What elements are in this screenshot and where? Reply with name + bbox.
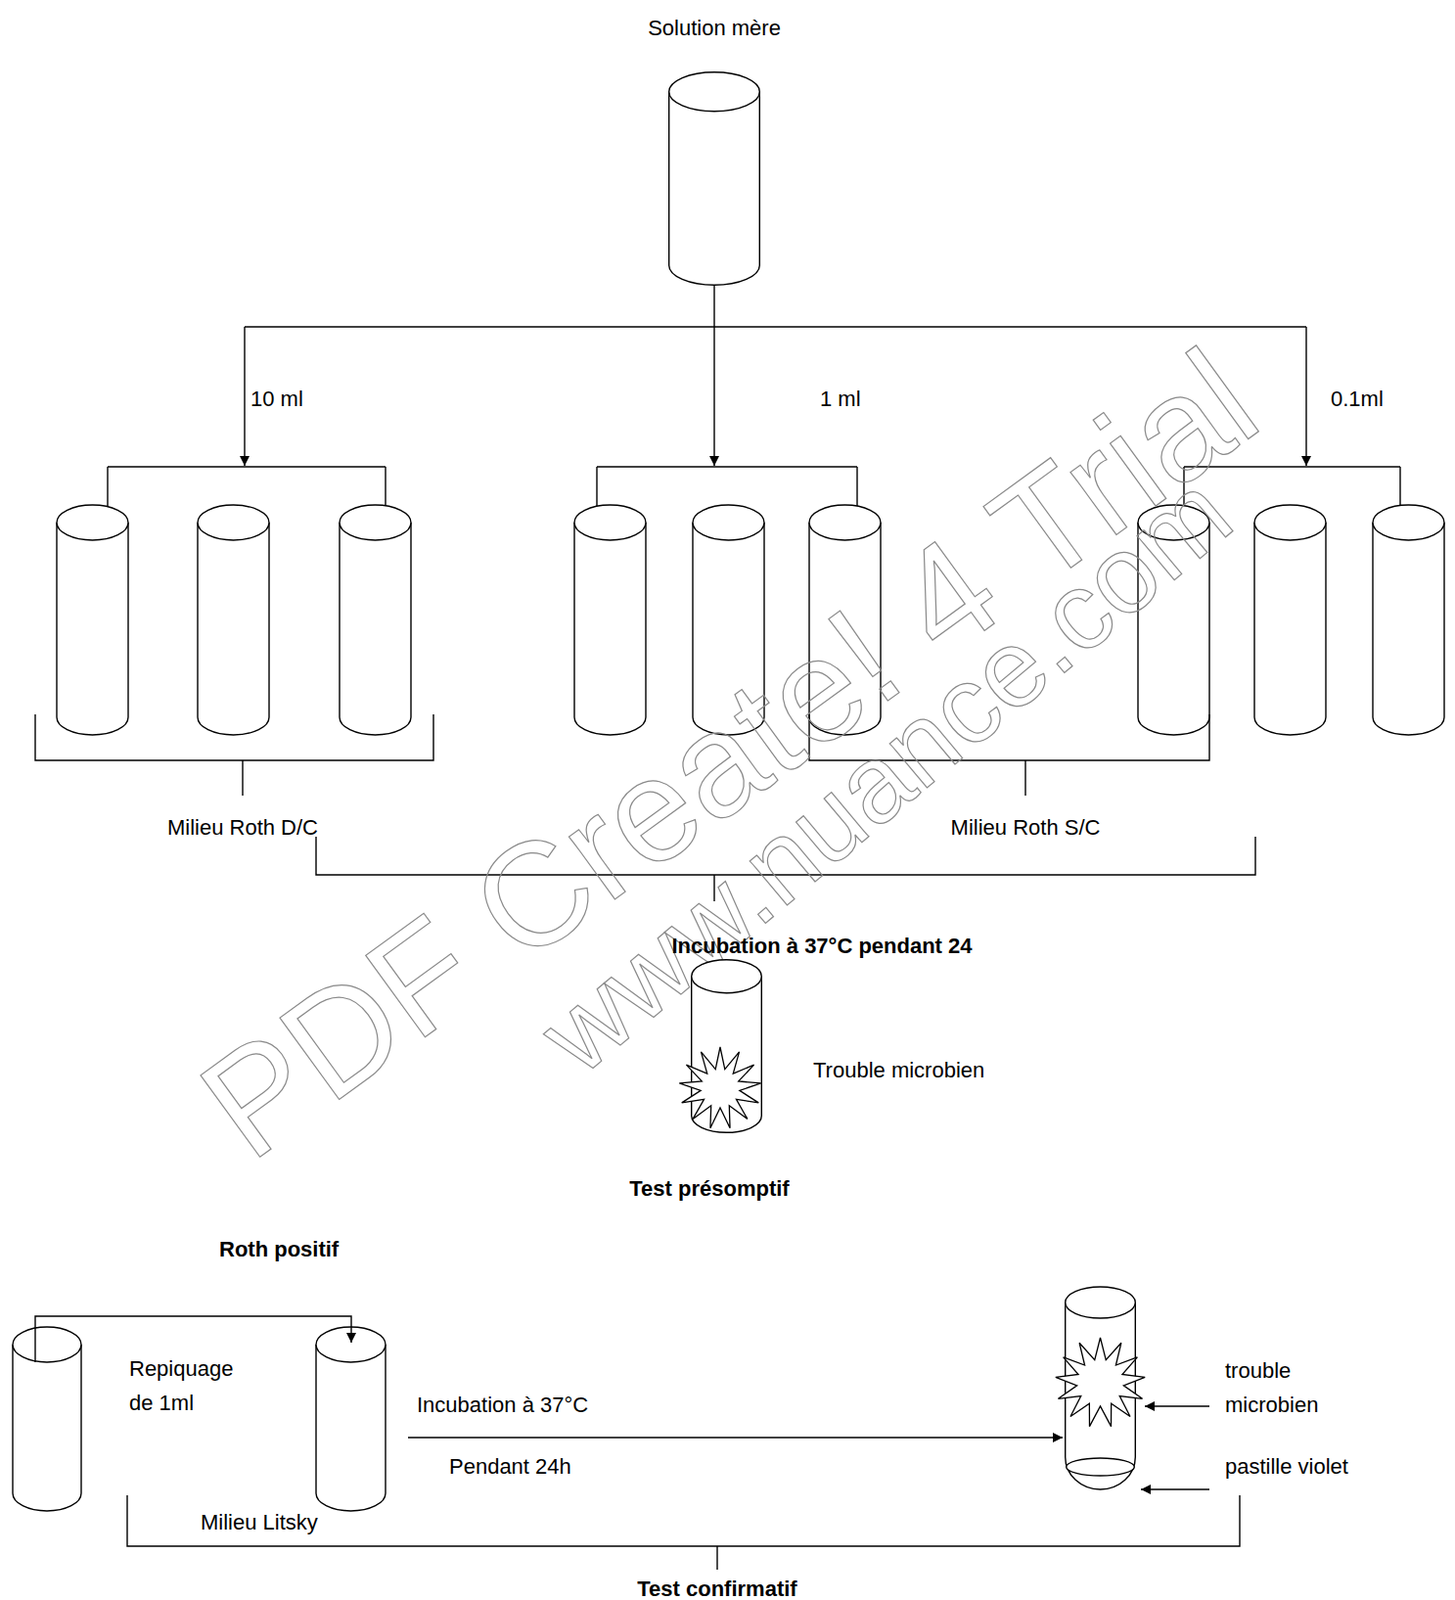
annotation-label: Milieu Litsky: [200, 1504, 319, 1540]
bracket: [127, 1495, 1240, 1546]
annotation-label: Milieu Roth D/C: [167, 810, 319, 845]
annotation-label: 1 ml: [819, 381, 862, 416]
node-label: Solution mère: [647, 10, 781, 46]
flow-line: [1305, 326, 1307, 466]
flow-line: [244, 325, 1307, 327]
annotation-label: Incubation à 37°C pendant 24: [671, 928, 972, 963]
node-outline: [690, 958, 763, 1134]
culture-tube: [574, 504, 646, 735]
culture-tube: [316, 1326, 386, 1511]
flow-line: [596, 465, 858, 467]
flow-line: [408, 1436, 1063, 1438]
node-label: Trouble microbien: [813, 1052, 985, 1088]
culture-tube: Trouble microbien: [690, 958, 763, 1134]
flow-line: [713, 326, 715, 466]
flow-line: [243, 326, 245, 466]
node-outline: [1064, 1285, 1137, 1491]
bracket: [35, 714, 434, 761]
annotation-label: Test confirmatif: [636, 1571, 797, 1600]
culture-tube: trouble microbienpastille violet: [1064, 1285, 1137, 1491]
flow-line: [1140, 1488, 1210, 1490]
node-label: trouble microbien: [1225, 1353, 1343, 1422]
bracket: [241, 760, 243, 796]
annotation-label: Incubation à 37°C: [416, 1387, 589, 1422]
node-label: pastille violet: [1225, 1449, 1349, 1484]
node-outline: [668, 71, 761, 286]
culture-tube: [339, 504, 411, 735]
flask-outline: [669, 72, 761, 286]
violet-pellet: [1066, 1457, 1136, 1476]
flow-line: [713, 285, 715, 327]
culture-tube: [12, 1326, 82, 1511]
flow-line: [1144, 1405, 1210, 1407]
culture-tube: [56, 504, 129, 735]
culture-tube: [1372, 504, 1445, 735]
flow-line: [107, 465, 386, 467]
annotation-label: Pendant 24h: [449, 1449, 572, 1484]
annotation-label: Milieu Roth S/C: [951, 810, 1101, 845]
annotation-label: 10 ml: [250, 381, 304, 416]
bracket: [716, 1545, 718, 1570]
annotation-label: Test présomptif: [629, 1171, 789, 1206]
flow-line: [35, 1316, 352, 1363]
stock-solution-flask: Solution mère: [668, 71, 761, 286]
microbial-burst: [1055, 1337, 1145, 1427]
culture-tube: [1254, 504, 1326, 735]
culture-tube: [197, 504, 270, 735]
annotation-label: 0.1ml: [1330, 381, 1384, 416]
bracket: [1024, 760, 1026, 796]
annotation-label: Roth positif: [219, 1231, 339, 1267]
microbial-burst: [679, 1046, 761, 1129]
annotation-label: Repiquage de 1ml: [129, 1351, 245, 1420]
tube-rim: [1065, 1286, 1137, 1319]
